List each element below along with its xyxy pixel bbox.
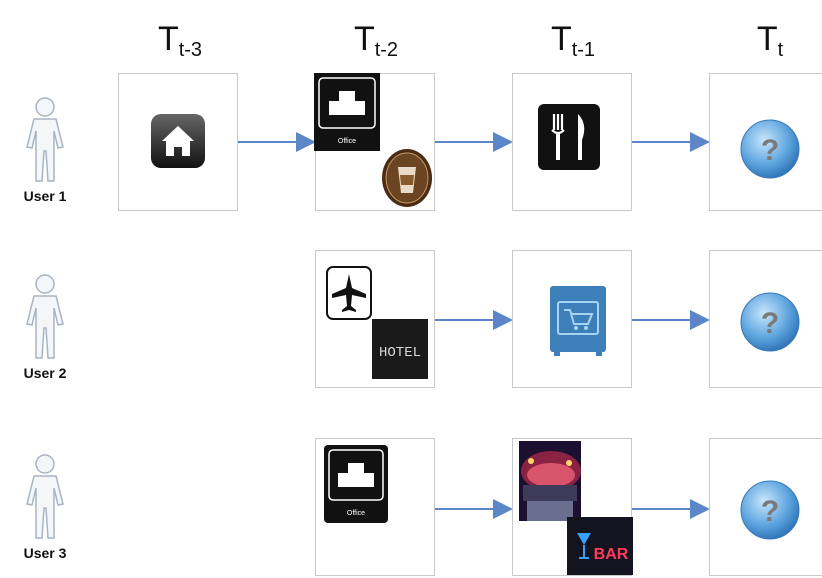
office-icon: Office bbox=[314, 73, 380, 151]
column-header-sub: t-2 bbox=[374, 39, 399, 61]
question-icon: ? bbox=[740, 480, 800, 540]
column-header-base: T bbox=[353, 20, 375, 58]
box-user2-t-2: HOTEL bbox=[315, 250, 435, 388]
column-header-t: Tt bbox=[710, 20, 822, 62]
box-user1-t-3 bbox=[118, 73, 238, 211]
user-label: User 2 bbox=[23, 365, 67, 381]
box-user1-t-2: Office bbox=[314, 73, 435, 211]
question-mark: ? bbox=[761, 495, 779, 528]
office-label: Office bbox=[338, 138, 356, 145]
box-user1-t-1 bbox=[512, 73, 632, 211]
column-header-sub: t-1 bbox=[571, 39, 596, 61]
column-header-t-2: Tt-2 bbox=[316, 20, 436, 62]
box-user2-t-1 bbox=[512, 250, 632, 388]
column-header-t-1: Tt-1 bbox=[513, 20, 633, 62]
bar-icon: BAR bbox=[567, 517, 633, 575]
person-icon bbox=[26, 274, 64, 359]
user-3: User 3 bbox=[10, 452, 80, 561]
column-header-base: T bbox=[756, 20, 778, 58]
box-user2-t: ? bbox=[709, 250, 822, 388]
person-icon bbox=[26, 97, 64, 182]
column-header-base: T bbox=[550, 20, 572, 58]
hotel-label: HOTEL bbox=[379, 345, 421, 361]
user-label: User 1 bbox=[23, 188, 67, 204]
shopping-cart-icon bbox=[550, 286, 606, 356]
night-venue-photo bbox=[519, 441, 581, 521]
question-mark: ? bbox=[761, 307, 779, 340]
question-mark: ? bbox=[761, 134, 779, 167]
office-icon: Office bbox=[324, 445, 388, 523]
user-2: User 2 bbox=[10, 272, 80, 381]
column-header-base: T bbox=[157, 20, 179, 58]
restaurant-icon bbox=[538, 104, 600, 170]
question-icon: ? bbox=[740, 119, 800, 179]
box-user3-t: ? bbox=[709, 438, 822, 576]
column-header-sub: t-3 bbox=[178, 39, 203, 61]
user-1: User 1 bbox=[10, 95, 80, 204]
home-icon bbox=[151, 114, 205, 168]
box-user3-t-2: Office bbox=[315, 438, 435, 576]
person-icon bbox=[26, 454, 64, 539]
question-icon: ? bbox=[740, 292, 800, 352]
user-label: User 3 bbox=[23, 545, 67, 561]
column-header-sub: t bbox=[777, 39, 784, 61]
box-user3-t-1: BAR bbox=[512, 438, 633, 576]
bar-label: BAR bbox=[594, 546, 629, 563]
box-user1-t: ? bbox=[709, 73, 822, 211]
office-label: Office bbox=[347, 510, 365, 517]
hotel-icon: HOTEL bbox=[372, 319, 428, 379]
airplane-icon bbox=[326, 266, 372, 320]
coffee-icon bbox=[382, 149, 432, 207]
column-header-t-3: Tt-3 bbox=[120, 20, 240, 62]
